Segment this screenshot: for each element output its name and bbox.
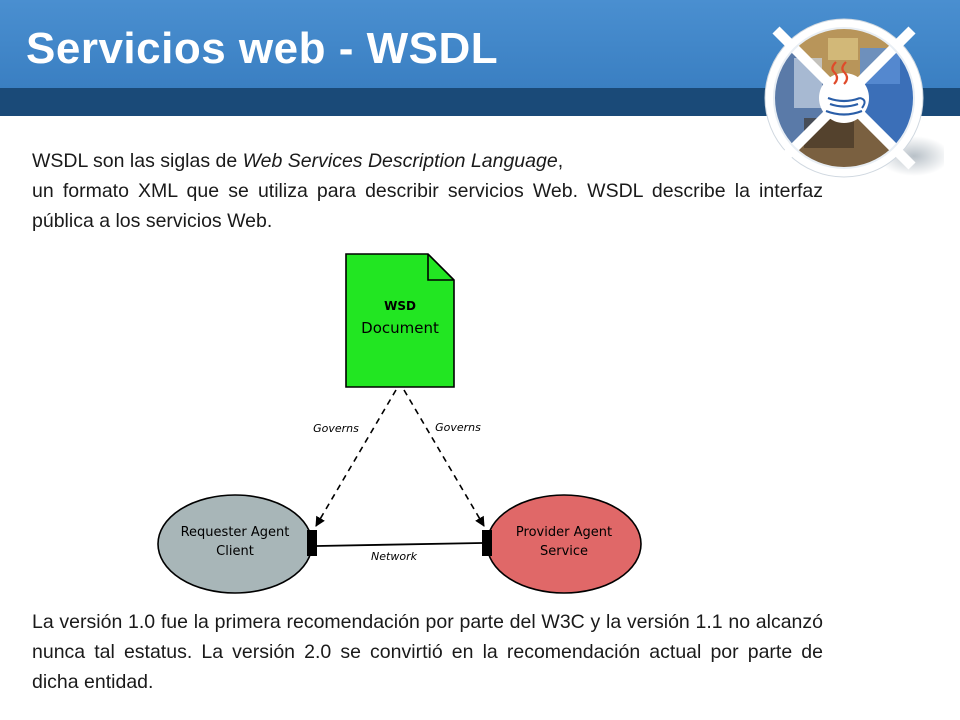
governs-arrow-left <box>315 389 397 527</box>
governs-label-left: Governs <box>313 422 359 435</box>
requester-agent-label-2: Client <box>216 544 254 559</box>
provider-port <box>482 530 492 556</box>
intro-continuation: un formato XML que se utiliza para descr… <box>32 180 823 232</box>
intro-punct: , <box>557 150 564 172</box>
wsd-document-label-1: WSD <box>384 299 416 313</box>
java-cup-icon <box>825 61 866 116</box>
wsd-document-shape <box>345 253 455 388</box>
java-logo-badge <box>764 18 944 178</box>
requester-port <box>307 530 317 556</box>
network-label: Network <box>371 550 418 563</box>
intro-paragraph: WSDL son las siglas de Web Services Desc… <box>32 146 823 236</box>
intro-text: WSDL son las siglas de <box>32 150 243 172</box>
provider-agent-label-1: Provider Agent <box>516 525 612 540</box>
requester-agent-label-1: Requester Agent <box>181 525 290 540</box>
network-link <box>316 542 483 547</box>
slide-title: Servicios web - WSDL <box>26 24 499 73</box>
intro-first-line: WSDL son las siglas de Web Services Desc… <box>32 146 823 176</box>
governs-arrow-right <box>403 389 485 527</box>
wsd-document-label-2: Document <box>361 319 439 337</box>
wsdl-diagram: WSD Document Governs Governs Requester A… <box>157 253 642 594</box>
provider-agent-label-2: Service <box>540 544 588 559</box>
wsdl-term: Web Services Description Language <box>242 150 558 172</box>
outro-paragraph: La versión 1.0 fue la primera recomendac… <box>32 611 823 693</box>
governs-label-right: Governs <box>435 421 481 434</box>
